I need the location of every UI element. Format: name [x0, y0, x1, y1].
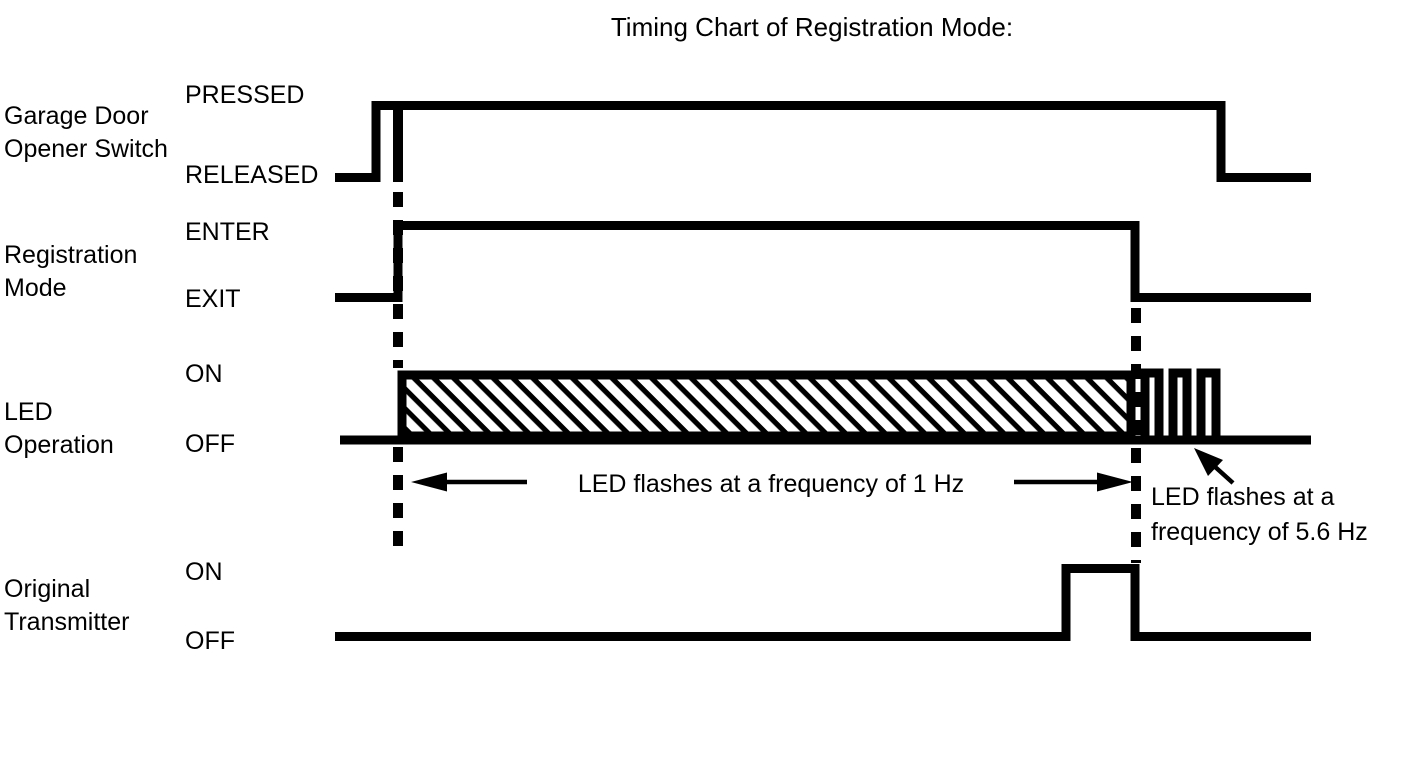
arrow-diagonal-icon [1194, 448, 1223, 476]
chart-title: Timing Chart of Registration Mode: [611, 12, 1013, 42]
waveform-registration-mode [335, 221, 1311, 302]
annotation-led-56hz-line2: frequency of 5.6 Hz [1151, 518, 1368, 546]
annotation-led-56hz-line1: LED flashes at a [1151, 483, 1335, 511]
waveform-garage-door-opener-switch [335, 101, 1311, 182]
led-1hz-hatched-region [397, 370, 1136, 441]
signal-label-garage-door-line1: Garage Door [4, 102, 149, 130]
level-label-led-on: ON [185, 360, 223, 388]
signal-label-led-line2: Operation [4, 431, 114, 459]
annotation-led-1hz: LED flashes at a frequency of 1 Hz [578, 470, 964, 498]
level-label-pressed: PRESSED [185, 81, 304, 109]
signal-label-led-line1: LED [4, 398, 53, 426]
signal-label-transmitter-line2: Transmitter [4, 608, 129, 636]
level-label-transmitter-off: OFF [185, 627, 235, 655]
signal-label-registration-line2: Mode [4, 274, 67, 302]
level-label-led-off: OFF [185, 430, 235, 458]
level-label-transmitter-on: ON [185, 558, 223, 586]
level-label-exit: EXIT [185, 285, 241, 313]
signal-label-garage-door-line2: Opener Switch [4, 135, 168, 163]
signal-label-transmitter-line1: Original [4, 575, 90, 603]
arrow-diagonal-shaft [1211, 463, 1235, 485]
arrow-left-icon [411, 472, 447, 492]
signal-label-registration-line1: Registration [4, 241, 137, 269]
led-56hz-pulse-train [1140, 368, 1221, 445]
arrow-right-icon [1097, 472, 1133, 492]
waveform-original-transmitter [335, 564, 1311, 641]
level-label-released: RELEASED [185, 161, 318, 189]
level-label-enter: ENTER [185, 218, 270, 246]
